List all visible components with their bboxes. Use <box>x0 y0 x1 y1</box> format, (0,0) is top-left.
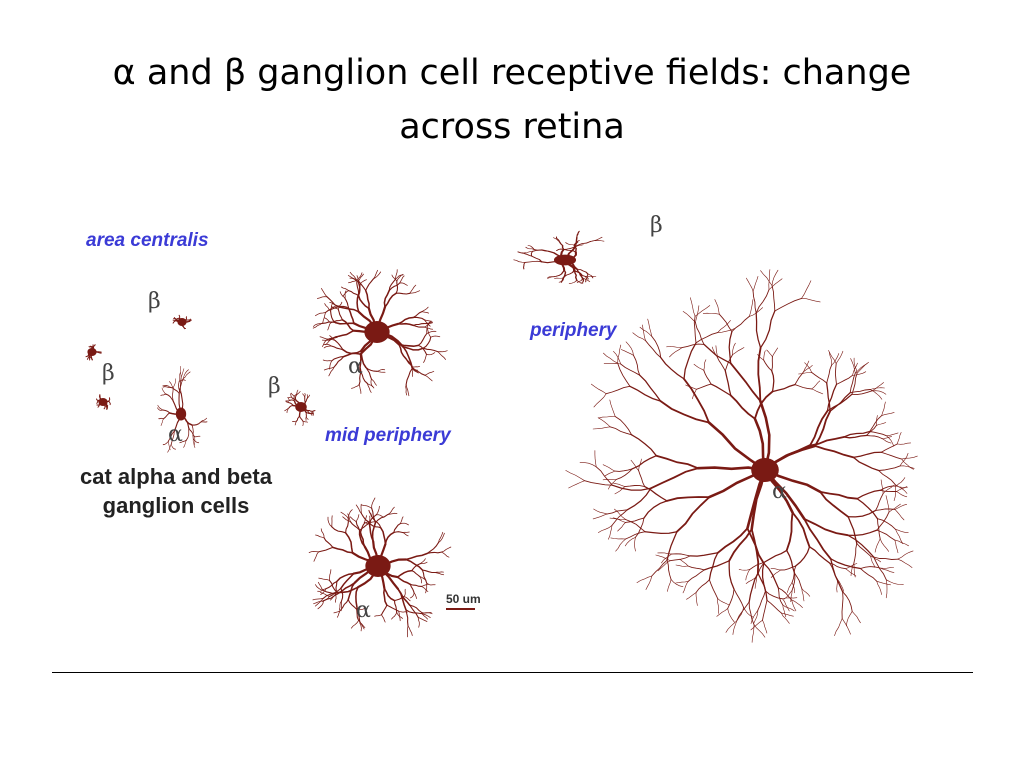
alpha-cell-mid-lower <box>308 497 452 638</box>
beta-cell-centralis-3 <box>96 394 111 410</box>
caption-line-2: ganglion cells <box>102 493 250 518</box>
label-area-centralis: area centralis <box>86 230 209 251</box>
beta-cell-mid-soma <box>295 402 307 412</box>
beta-cell-centralis-2-soma <box>87 348 97 356</box>
beta-cell-periphery-soma <box>553 254 577 266</box>
beta-cell-periphery <box>513 230 605 284</box>
label-alpha-mid-upper: α <box>348 354 363 379</box>
label-beta-periphery: β <box>650 213 663 238</box>
scale-bar-label: 50 um <box>446 592 481 606</box>
slide-title: α and β ganglion cell receptive fields: … <box>112 53 912 147</box>
beta-cell-centralis-2 <box>85 344 102 361</box>
label-periphery: periphery <box>530 320 617 341</box>
beta-cell-centralis-3-soma <box>98 398 108 406</box>
caption-line-1: cat alpha and beta <box>80 464 272 489</box>
label-alpha-mid-lower: α <box>356 598 371 623</box>
beta-cell-centralis-1 <box>172 314 192 330</box>
label-alpha-centralis: α <box>168 422 183 447</box>
alpha-cell-mid-upper-soma <box>364 321 390 343</box>
figure-caption: cat alpha and beta ganglion cells <box>52 462 300 520</box>
label-alpha-periphery: α <box>772 479 787 504</box>
label-mid-periphery: mid periphery <box>325 425 451 446</box>
label-beta-centralis-1: β <box>148 289 161 314</box>
label-beta-centralis-2: β <box>102 361 115 386</box>
bottom-divider <box>52 672 973 673</box>
beta-cell-centralis-1-soma <box>177 318 187 326</box>
alpha-cell-centralis <box>157 366 208 453</box>
alpha-cell-mid-upper <box>312 269 448 397</box>
alpha-cell-periphery-soma <box>751 458 779 482</box>
beta-cell-mid <box>284 389 316 427</box>
alpha-cell-centralis-soma <box>175 407 187 421</box>
alpha-cell-periphery <box>565 269 918 643</box>
label-beta-mid: β <box>268 374 281 399</box>
alpha-cell-mid-lower-soma <box>365 555 391 577</box>
